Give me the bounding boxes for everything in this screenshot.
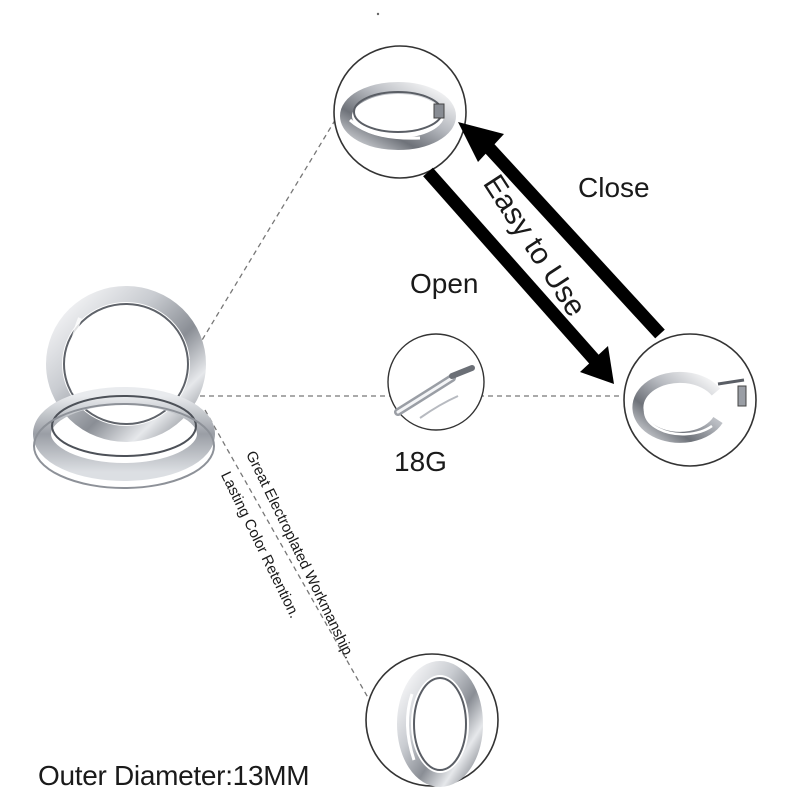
open-label: Open <box>410 268 479 299</box>
arrow-down-right-icon <box>423 167 614 384</box>
close-label: Close <box>578 172 650 203</box>
earring-pair-image <box>33 286 215 489</box>
closed-hoop-detail <box>333 45 467 179</box>
connector-top <box>189 111 341 361</box>
arrow-up-left-icon <box>458 122 665 339</box>
gauge-label: 18G <box>394 446 447 477</box>
hoop-side-detail <box>365 653 499 787</box>
gauge-pin-detail <box>387 333 485 431</box>
outer-diameter-label: Outer Diameter:13MM <box>38 760 310 791</box>
connector-bottom <box>204 409 376 711</box>
open-hoop-detail <box>623 333 757 467</box>
